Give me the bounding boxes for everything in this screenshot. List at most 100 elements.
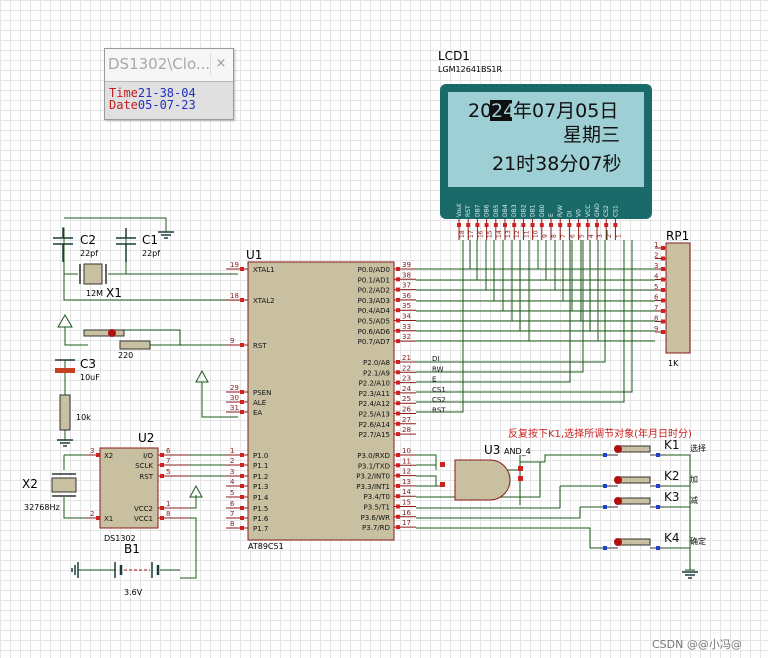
u1-pin-dot (240, 526, 244, 530)
u1-pin-dot (396, 339, 400, 344)
u1-pin-number: 19 (230, 261, 239, 269)
lcd-cursor-highlight (490, 100, 512, 121)
key-pin-dot (603, 484, 607, 488)
ground-symbol-top (158, 231, 174, 239)
c3-capacitor (55, 368, 75, 373)
u1-pin-label: P1.5 (253, 505, 268, 513)
lcd-module[interactable]: LCD1 LGM12641BS1R 20 24 年07月05日 星期三 21时3… (438, 49, 652, 240)
lcd-pin-dot (457, 223, 461, 227)
u1-pin-dot (396, 277, 400, 282)
net-label: DI (432, 355, 439, 363)
lcd-pin-number: 3 (597, 234, 604, 238)
popup-close-button[interactable]: × (210, 53, 231, 75)
u1-pin-dot (396, 318, 400, 323)
popup-titlebar[interactable]: DS1302\Clo... × (105, 49, 233, 82)
u1-pin-label: P3.0/RXD (357, 452, 390, 460)
lcd-pin-number: 17 (468, 230, 475, 238)
b1-battery[interactable]: B1 3.6V (71, 542, 160, 597)
u1-pin-dot (396, 473, 400, 478)
u2-pin-dot (160, 506, 164, 510)
u1-pin-dot (396, 390, 400, 395)
u1-pin-label: P2.1/A9 (363, 369, 390, 377)
ds1302-clock-popup[interactable]: DS1302\Clo... × Time21-38-04 Date05-07-2… (104, 48, 234, 120)
u2-pin-number: 2 (90, 510, 94, 518)
b1-ref: B1 (124, 542, 140, 556)
lcd-pin-label: E (548, 213, 555, 217)
rp1-pin-dot (661, 309, 665, 313)
u1-pin-label: P2.2/A10 (359, 380, 390, 388)
key-cap-icon (614, 497, 622, 505)
u1-pin-label: RST (253, 342, 267, 350)
u1-pin-dot (396, 525, 400, 530)
u1-pin-number: 9 (230, 337, 234, 345)
lcd-pin-number: 1 (615, 234, 622, 238)
reset-button[interactable] (83, 329, 125, 337)
wires (62, 217, 695, 579)
lcd-pin-dot (613, 223, 618, 227)
u1-pin-number: 28 (402, 426, 411, 434)
key-cap-icon (614, 538, 622, 546)
u2-pin-number: 7 (166, 457, 170, 465)
u1-microcontroller[interactable]: U1 AT89C51 19XTAL118XTAL29RST29PSEN30ALE… (226, 248, 446, 551)
popup-date-key: Date (109, 98, 138, 112)
lcd-pin-label: RST (465, 205, 472, 217)
u1-pin-number: 2 (230, 457, 234, 465)
c1-ref: C1 (142, 233, 158, 247)
lcd-pin-label: DB3 (511, 204, 518, 217)
popup-title: DS1302\Clo... (108, 55, 211, 73)
lcd-pin-label: CS1 (612, 205, 619, 217)
u1-pin-label: P3.4/T0 (364, 493, 390, 501)
lcd-pin-dot (595, 223, 599, 227)
u2-pin-dot (160, 474, 164, 478)
lcd-pin-dot (512, 223, 517, 227)
u1-pin-dot (240, 516, 244, 520)
oscillator-circuit[interactable]: C2 22pf C1 22pf 12M X1 (53, 228, 174, 300)
u1-pin-number: 22 (402, 364, 411, 372)
lcd-pin-dot (530, 223, 535, 227)
lcd-ref: LCD1 (438, 49, 470, 63)
u1-pin-number: 27 (402, 416, 411, 424)
lcd-line1-selected: 24 (491, 100, 515, 122)
u3-and-gate[interactable]: U3 AND_4 (440, 443, 531, 501)
u2-pin-dot (160, 453, 164, 457)
u1-pin-dot (240, 400, 244, 404)
power-arrow-icon (57, 314, 73, 328)
rp1-pin-number: 7 (654, 304, 658, 312)
reset-circuit[interactable]: 220 C3 10uF 10k (55, 314, 209, 447)
u1-pin-number: 11 (402, 457, 411, 465)
u1-pin-dot (240, 506, 244, 510)
rp1-pin-number: 8 (654, 315, 658, 323)
u1-pin-label: P1.4 (253, 494, 269, 502)
lcd-pin-label: DB2 (520, 204, 527, 217)
lcd-pin-dot (521, 223, 526, 227)
u1-pin-number: 37 (402, 282, 411, 290)
reset-button-cap-icon (108, 329, 116, 337)
u1-pin-number: 36 (402, 292, 411, 300)
lcd-pin-number: 13 (505, 230, 512, 238)
u1-pin-dot (396, 463, 400, 468)
u1-body (247, 261, 395, 541)
lcd-pin-label: VCC (585, 205, 592, 217)
lcd-pin-number: 5 (579, 234, 586, 238)
lcd-pin-dot (475, 223, 480, 227)
lcd-pin-label: DB7 (474, 204, 481, 217)
u2-part: DS1302 (104, 534, 136, 543)
r220-value: 220 (118, 351, 133, 360)
u2-body (99, 447, 159, 529)
lcd-pin-number: 7 (560, 234, 567, 238)
lcd-line2: 星期三 (563, 124, 620, 146)
lcd-pin-dot (576, 223, 581, 227)
vcc-arrow-icon (189, 484, 203, 498)
u1-pin-dot (396, 494, 400, 499)
u2-rtc-chip[interactable]: U2 DS1302 3X26I/O7SCLK5RST2X11VCC28VCC1 … (22, 431, 203, 543)
key-ref: K3 (664, 490, 680, 504)
u1-pin-dot (396, 411, 400, 416)
